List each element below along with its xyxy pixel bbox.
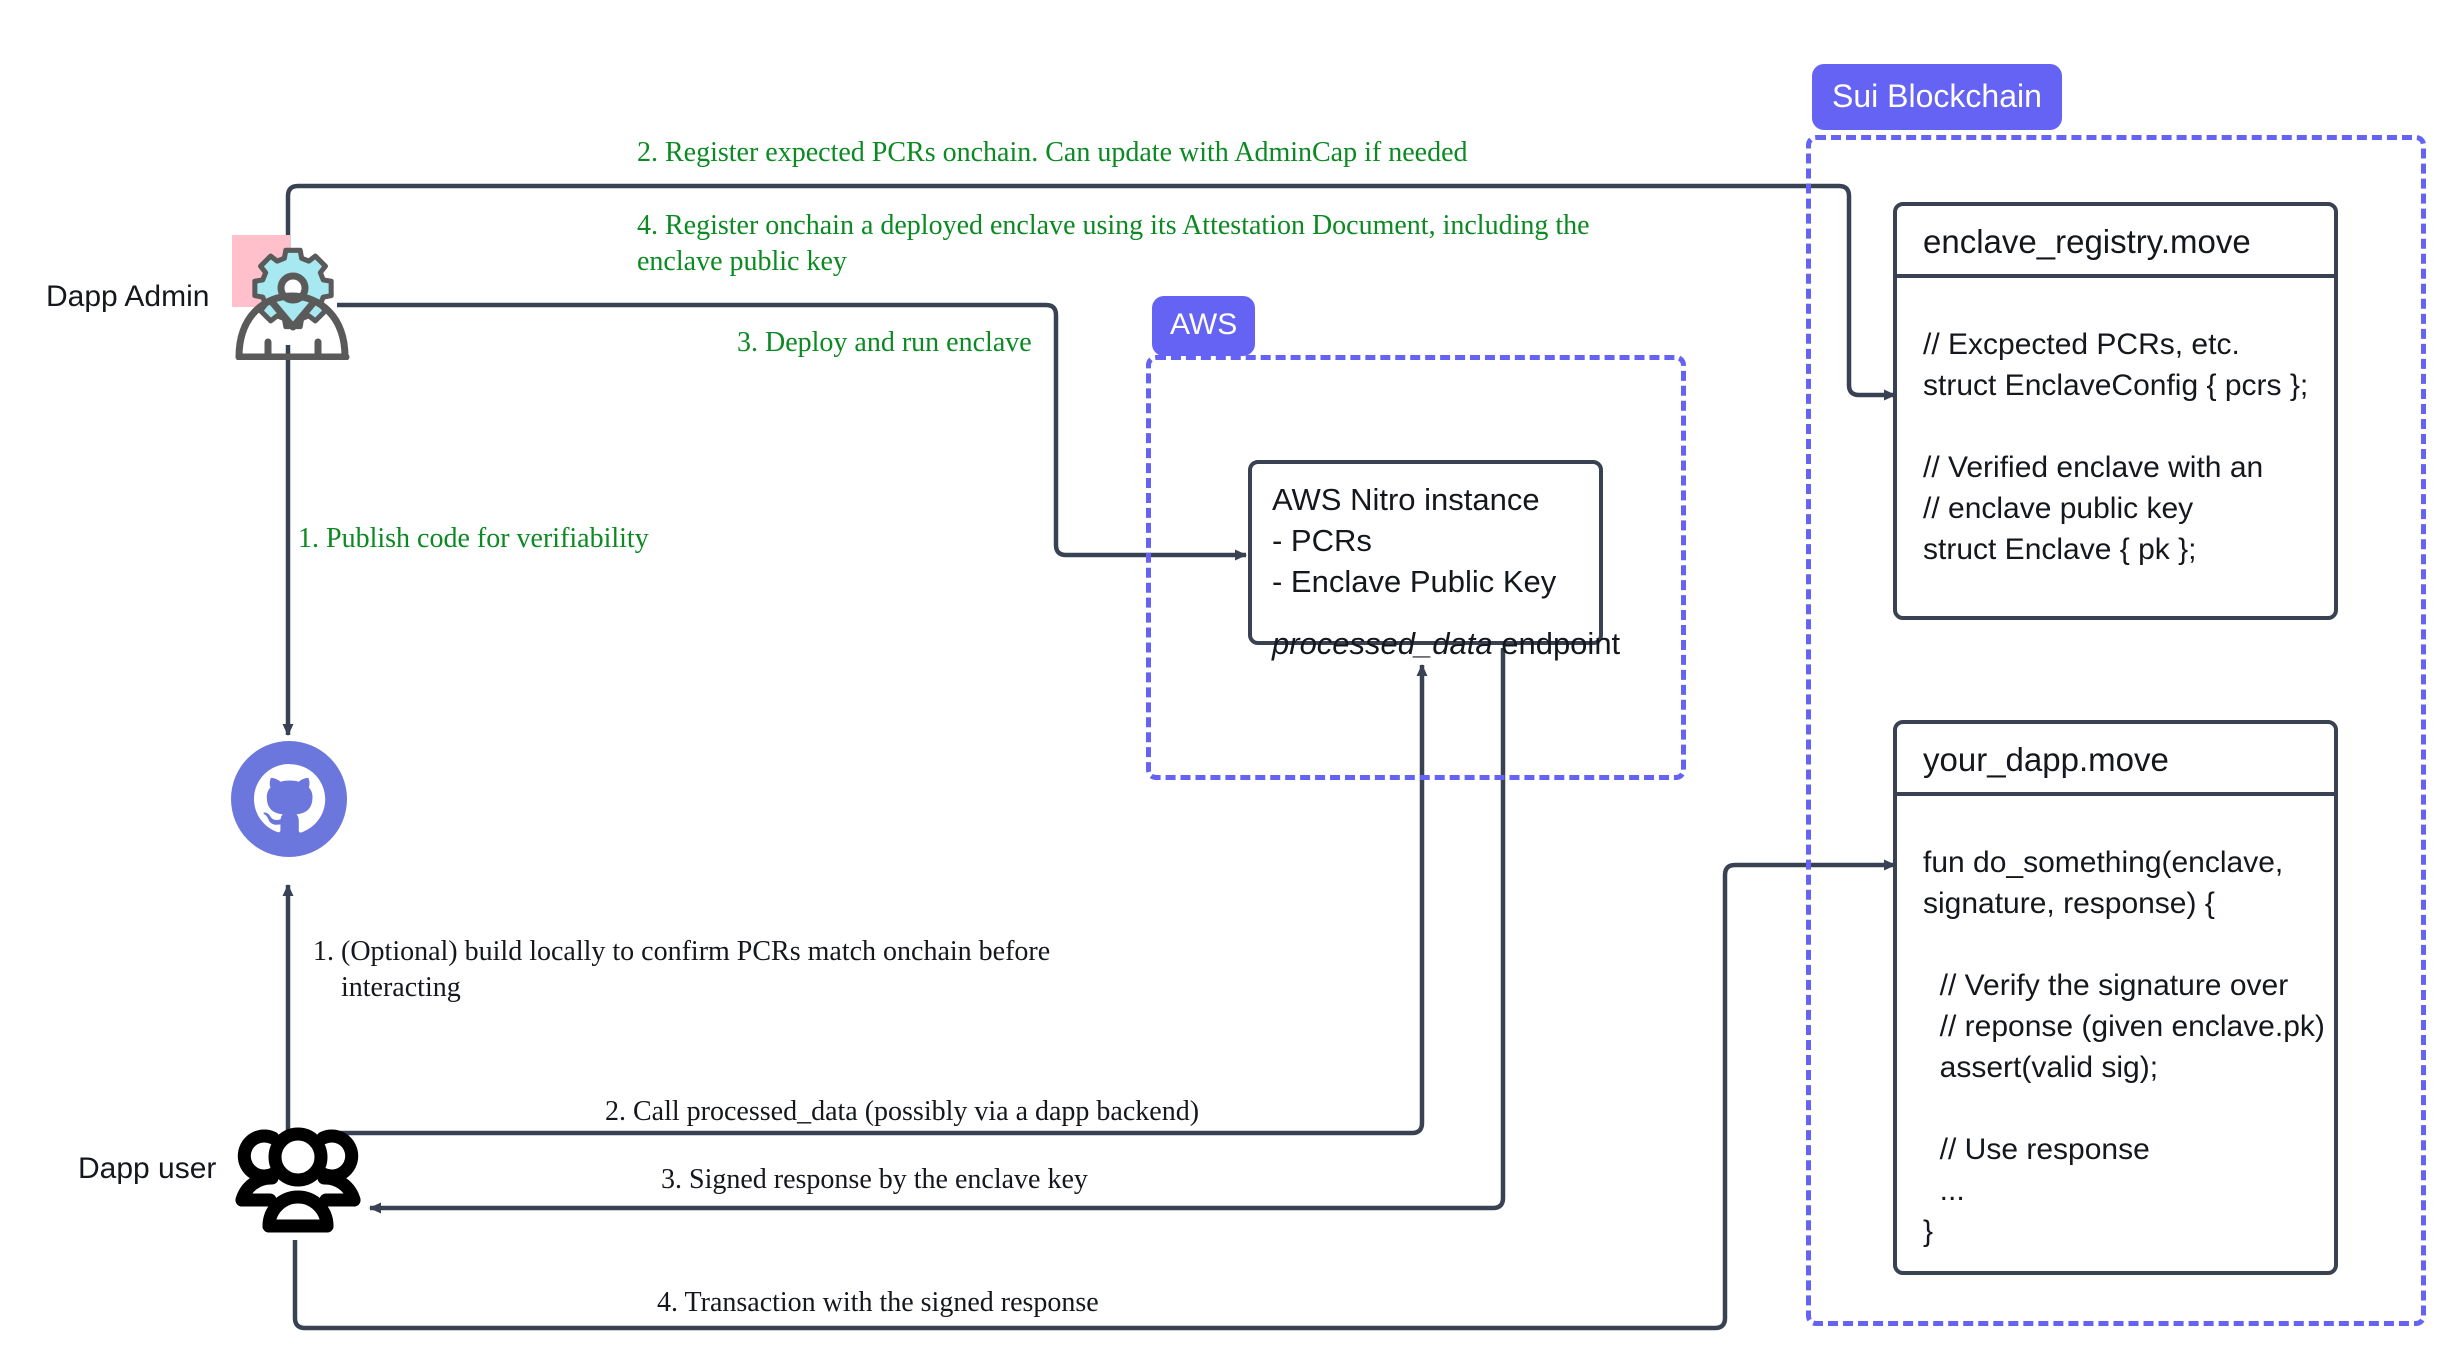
flow-note-call-processed-data: 2. Call processed_data (possibly via a d…: [605, 1096, 1200, 1127]
dapp-user-label: Dapp user: [78, 1152, 217, 1185]
nitro-line-1: AWS Nitro instance: [1272, 482, 1540, 517]
nitro-line-2: - PCRs: [1272, 523, 1372, 558]
nitro-endpoint-line: processed_data endpoint: [1272, 623, 1620, 664]
your-dapp-module-card: your_dapp.move fun do_something(enclave,…: [1893, 720, 2338, 1275]
nitro-endpoint-suffix: endpoint: [1492, 626, 1621, 661]
enclave-registry-module-body: // Excpected PCRs, etc. struct EnclaveCo…: [1923, 328, 2309, 566]
sui-zone-tag: Sui Blockchain: [1812, 64, 2062, 130]
aws-zone-tag: AWS: [1152, 296, 1256, 356]
github-icon[interactable]: [228, 738, 350, 860]
dapp-admin-label: Dapp Admin: [46, 280, 210, 313]
users-group-icon: [228, 1108, 368, 1238]
flow-note-deploy-enclave: 3. Deploy and run enclave: [737, 327, 1032, 358]
your-dapp-module-title: your_dapp.move: [1897, 724, 2334, 796]
flow-note-publish-code: 1. Publish code for verifiability: [298, 523, 649, 554]
enclave-registry-module-card: enclave_registry.move // Excpected PCRs,…: [1893, 202, 2338, 620]
aws-nitro-instance-box: AWS Nitro instance - PCRs - Enclave Publ…: [1248, 460, 1620, 661]
flow-note-signed-response: 3. Signed response by the enclave key: [661, 1164, 1088, 1195]
your-dapp-module-body: fun do_something(enclave, signature, res…: [1923, 846, 2325, 1248]
flow-note-register-enclave: 4. Register onchain a deployed enclave u…: [637, 210, 1590, 277]
flow-note-transaction: 4. Transaction with the signed response: [657, 1287, 1099, 1318]
flow-note-register-pcrs: 2. Register expected PCRs onchain. Can u…: [637, 137, 1468, 168]
nitro-line-3: - Enclave Public Key: [1272, 564, 1557, 599]
sui-zone-boundary: [1806, 135, 2426, 1326]
flow-note-optional-build: 1. (Optional) build locally to confirm P…: [313, 936, 1051, 1003]
enclave-registry-module-title: enclave_registry.move: [1897, 206, 2334, 278]
admin-gear-person-icon: [228, 224, 358, 361]
aws-zone-boundary: [1146, 355, 1686, 780]
nitro-endpoint-name: processed_data: [1272, 626, 1493, 661]
